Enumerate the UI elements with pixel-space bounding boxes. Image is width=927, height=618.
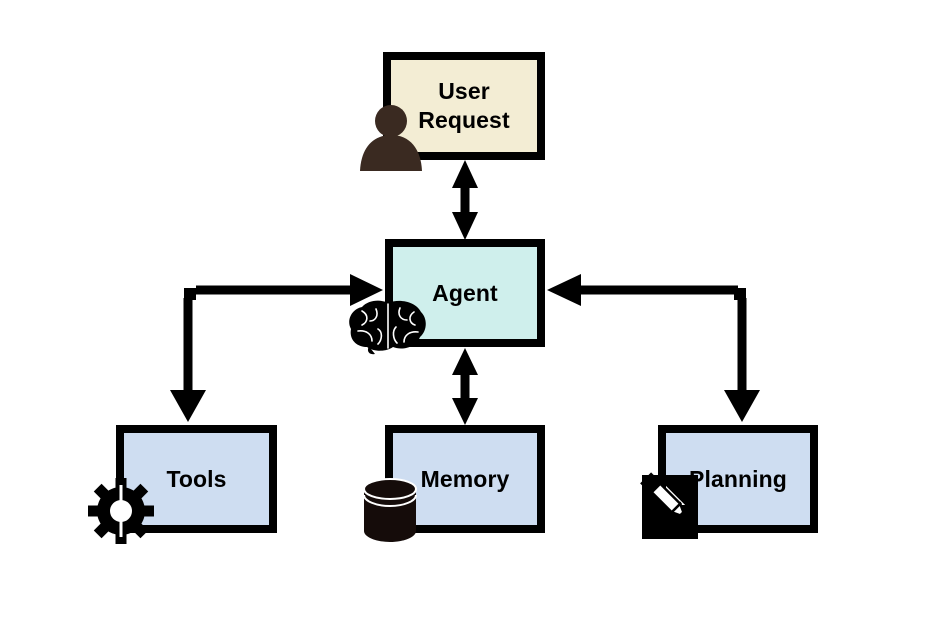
edge-agent-tools [170, 274, 383, 422]
node-agent[interactable]: Agent [385, 239, 545, 347]
node-agent-label: Agent [432, 279, 498, 306]
node-memory[interactable]: Memory [385, 425, 545, 533]
node-user-request[interactable]: User Request [383, 52, 545, 160]
node-user-request-label: User Request [418, 77, 509, 135]
node-user-request-label-line2: Request [418, 107, 510, 133]
node-planning-label: Planning [689, 465, 787, 492]
node-user-request-label-line1: User [438, 78, 490, 105]
edge-user-request-agent [452, 160, 478, 240]
edge-agent-planning [547, 274, 760, 422]
node-planning[interactable]: Planning [658, 425, 818, 533]
node-tools-label: Tools [166, 465, 227, 492]
edge-agent-memory [452, 348, 478, 425]
node-memory-label: Memory [420, 465, 510, 492]
node-tools[interactable]: Tools [116, 425, 277, 533]
